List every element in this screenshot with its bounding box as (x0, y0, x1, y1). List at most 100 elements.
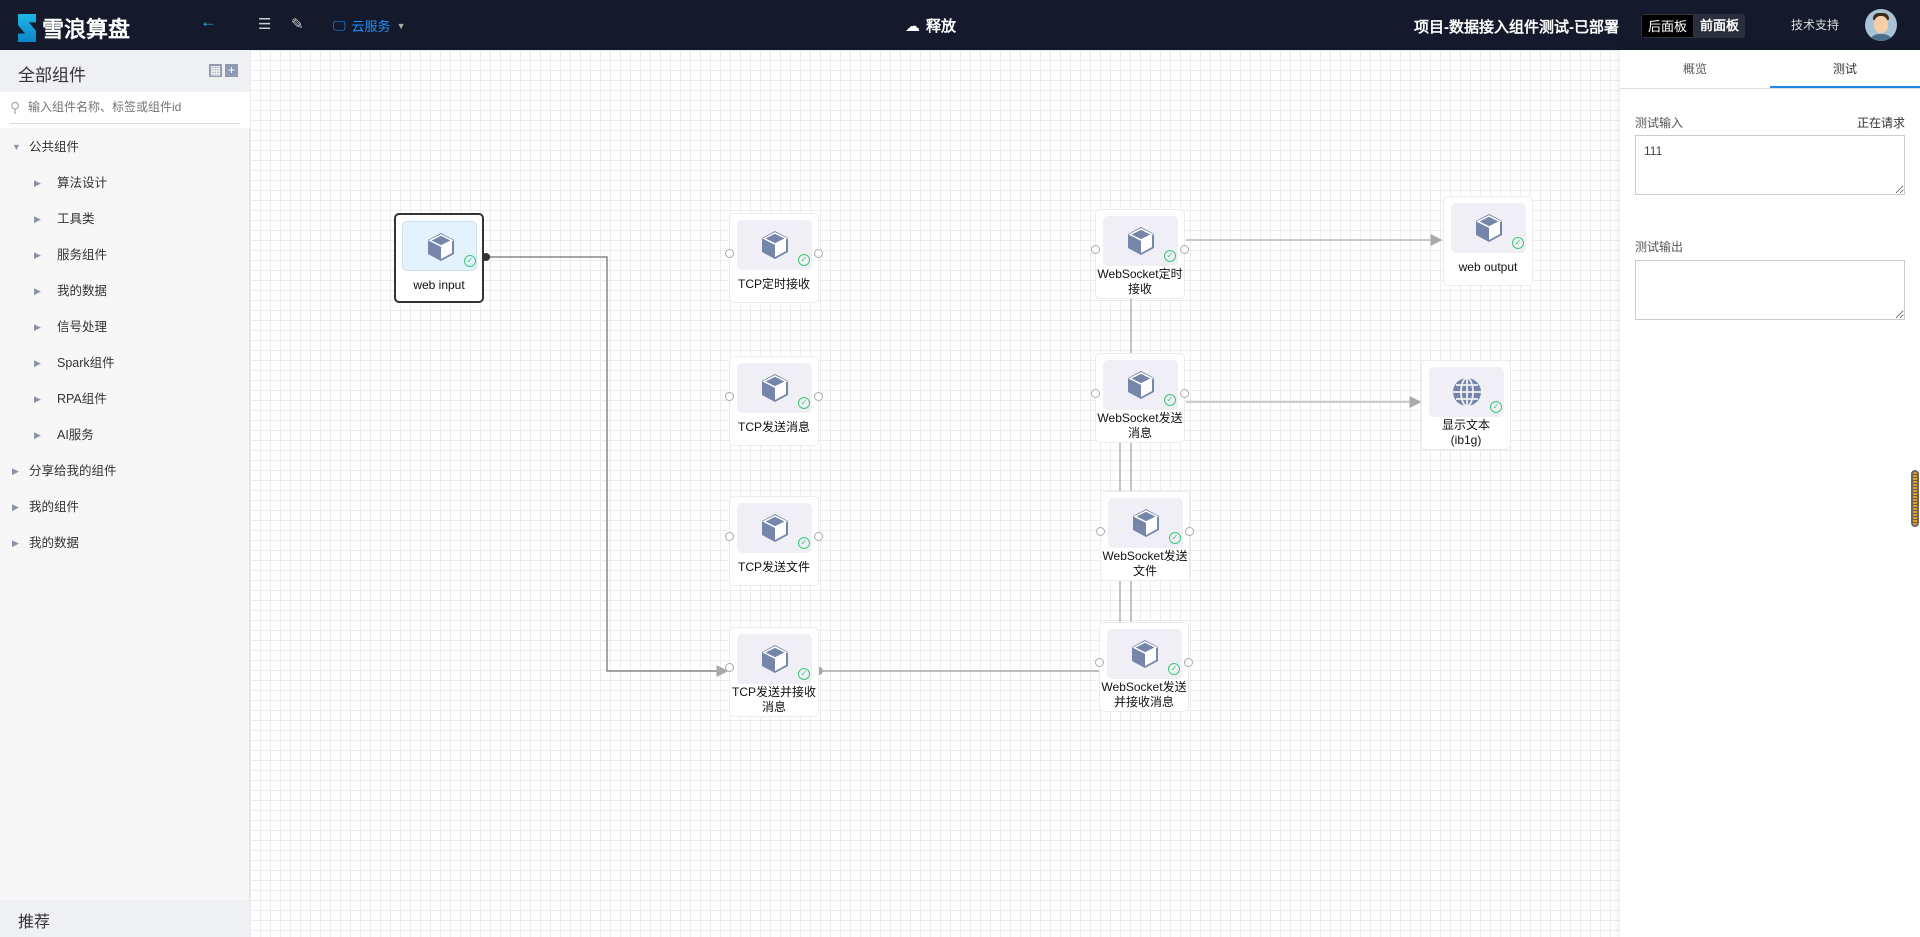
node-tcp-send-msg[interactable]: ✓TCP发送消息 (725, 356, 823, 446)
logo: 雪浪算盘 (18, 12, 130, 44)
cube-icon (737, 634, 812, 684)
outline-icon[interactable]: ☰ (258, 16, 272, 33)
logo-icon (18, 14, 36, 42)
node-tcp-send-file[interactable]: ✓TCP发送文件 (725, 496, 823, 586)
tree-label: AI服务 (57, 428, 94, 442)
node-ws-send-recv[interactable]: ✓WebSocket发送并接收消息 (1095, 622, 1193, 712)
tree-item-public[interactable]: ▼公共组件 (12, 137, 79, 157)
input-port[interactable] (725, 249, 734, 258)
node-web-output[interactable]: ✓web output (1443, 196, 1533, 286)
input-port[interactable] (1095, 658, 1104, 667)
release-label: 释放 (926, 18, 957, 35)
caret-right-icon: ▶ (34, 214, 41, 224)
search-icon: ⚲ (10, 99, 21, 115)
node-label: TCP定时接收 (737, 277, 810, 291)
top-bar: 雪浪算盘 ← ☰ ✎ 🖵云服务▼ ☁释放 项目-数据接入组件测试-已部署 后面板… (0, 0, 1920, 50)
input-port[interactable] (725, 532, 734, 541)
caret-right-icon: ▶ (34, 178, 41, 188)
check-icon: ✓ (798, 397, 810, 409)
tree-item-ai[interactable]: ▶AI服务 (34, 425, 94, 445)
caret-right-icon: ▶ (12, 466, 19, 476)
tree-item-rpa[interactable]: ▶ RPA组件 (34, 389, 107, 409)
tree-item-my-data[interactable]: ▶我的数据 (12, 533, 79, 553)
grid-view-icon[interactable]: ▦ (209, 63, 222, 77)
back-panel-button[interactable]: 后面板 (1641, 14, 1695, 38)
check-icon: ✓ (798, 254, 810, 266)
output-port-dot[interactable] (482, 253, 490, 261)
output-port[interactable] (814, 249, 823, 258)
search-input[interactable] (28, 100, 238, 114)
release-button[interactable]: ☁释放 (905, 15, 956, 36)
output-port[interactable] (1180, 245, 1189, 254)
input-port[interactable] (725, 663, 734, 672)
cube-icon (737, 363, 812, 413)
check-icon: ✓ (464, 255, 476, 267)
front-panel-button[interactable]: 前面板 (1700, 18, 1740, 33)
node-ws-send-msg[interactable]: ✓WebSocket发送消息 (1091, 353, 1189, 443)
tree-item-my-data-sub[interactable]: ▶我的数据 (34, 281, 107, 301)
magic-wand-icon[interactable]: ✎ (291, 16, 304, 33)
output-port[interactable] (1185, 527, 1194, 536)
input-port[interactable] (1096, 527, 1105, 536)
test-output-field[interactable] (1635, 260, 1905, 320)
cube-icon (1103, 216, 1178, 266)
input-port[interactable] (1091, 389, 1100, 398)
avatar[interactable] (1865, 9, 1897, 41)
output-port[interactable] (1180, 389, 1189, 398)
test-input-label: 测试输入 (1635, 116, 1684, 130)
tech-support-link[interactable]: 技术支持 (1791, 18, 1840, 32)
tree-label: 工具类 (57, 212, 95, 226)
check-icon: ✓ (1169, 532, 1181, 544)
input-port[interactable] (1091, 245, 1100, 254)
node-ws-send-file[interactable]: ✓ WebSocket发送文件 (1096, 491, 1194, 581)
search-box: ⚲ (0, 92, 250, 128)
output-port[interactable] (1184, 658, 1193, 667)
panel-toggle: 后面板前面板 (1641, 14, 1746, 38)
tab-test[interactable]: 测试 (1770, 50, 1920, 88)
panel-tabs: 概览 测试 (1620, 50, 1920, 89)
tree-label: RPA组件 (57, 392, 107, 406)
node-label: WebSocket发送文件 (1102, 549, 1188, 578)
add-icon[interactable]: + (225, 64, 238, 77)
output-port[interactable] (814, 532, 823, 541)
node-ws-timed[interactable]: ✓WebSocket定时接收 (1091, 209, 1189, 299)
node-tcp-timed[interactable]: ✓ TCP定时接收 (725, 213, 823, 303)
tree-item-shared[interactable]: ▶分享给我的组件 (12, 461, 117, 481)
sidebar-title: 全部组件 (18, 66, 86, 85)
back-arrow-icon[interactable]: ← (200, 12, 217, 31)
output-port[interactable] (814, 392, 823, 401)
tree-item-service[interactable]: ▶服务组件 (34, 245, 107, 265)
node-display-text[interactable]: ✓显示文本(ib1g) (1421, 360, 1511, 450)
tree-label: 我的组件 (29, 500, 80, 514)
node-web-input[interactable]: ✓web input (394, 213, 484, 303)
component-sidebar: 全部组件 ▦+ ⚲ ▼公共组件 ▶算法设计 ▶工具类 ▶服务组件 ▶我的数据 ▶… (0, 50, 250, 937)
cloud-service-dropdown[interactable]: 🖵云服务▼ (333, 16, 405, 35)
check-icon: ✓ (798, 668, 810, 680)
scroll-handle[interactable] (1911, 470, 1919, 527)
node-tcp-send-recv[interactable]: ✓TCP发送并接收消息 (725, 627, 819, 717)
tree-label: 公共组件 (29, 140, 80, 154)
node-label: WebSocket发送消息 (1097, 411, 1183, 440)
edge-webinput-tcpsendrecv[interactable] (486, 256, 729, 677)
recommend-section[interactable]: 推荐 (0, 900, 250, 937)
cube-icon (737, 503, 812, 553)
caret-right-icon: ▶ (34, 394, 41, 404)
caret-right-icon: ▶ (34, 322, 41, 332)
tree-item-my-components[interactable]: ▶我的组件 (12, 497, 79, 517)
edge-ws-vertical[interactable] (1119, 298, 1132, 622)
caret-down-icon: ▼ (396, 20, 406, 31)
tree-label: 我的数据 (29, 536, 80, 550)
sidebar-header: 全部组件 ▦+ (0, 50, 250, 92)
tab-overview[interactable]: 概览 (1682, 62, 1707, 76)
test-input-field[interactable]: 111 (1635, 135, 1905, 195)
project-title: 项目-数据接入组件测试-已部署 (1414, 19, 1619, 36)
tree-item-tools[interactable]: ▶ 工具类 (34, 209, 95, 229)
check-icon: ✓ (1164, 250, 1176, 262)
tree-item-spark[interactable]: ▶Spark组件 (34, 353, 115, 373)
tree-item-signal[interactable]: ▶ 信号处理 (34, 317, 107, 337)
tree-label: 信号处理 (57, 320, 108, 334)
input-port[interactable] (725, 392, 734, 401)
tree-item-algorithm[interactable]: ▶算法设计 (34, 173, 107, 193)
flow-canvas[interactable] (250, 50, 1620, 937)
